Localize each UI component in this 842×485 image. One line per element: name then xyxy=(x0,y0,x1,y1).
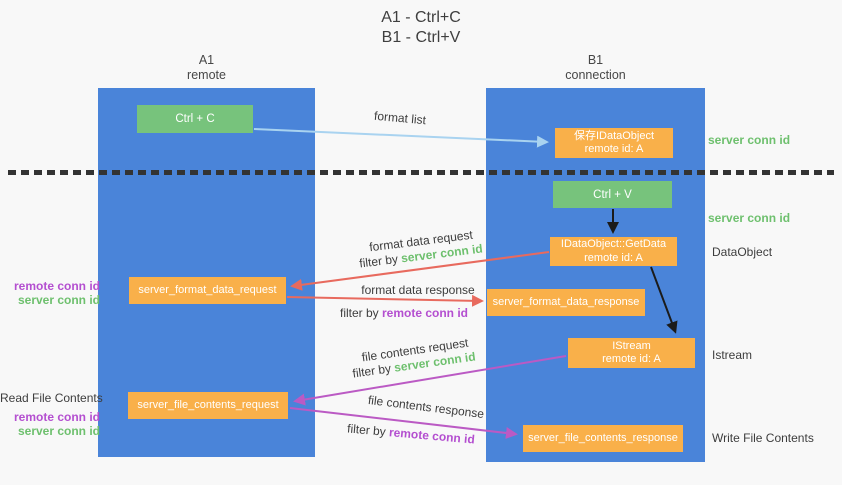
node-save-line1: 保存IDataObject xyxy=(573,129,655,142)
label-remote-conn-id-left-2: remote conn id xyxy=(13,410,100,424)
title-line-2: B1 - Ctrl+V xyxy=(381,29,461,46)
column-b1-subtitle: connection xyxy=(565,68,626,82)
label-server-conn-id-top-right: server conn id xyxy=(708,133,791,147)
node-istream-line1: IStream xyxy=(612,339,651,352)
label-server-conn-id-mid-right: server conn id xyxy=(708,211,791,225)
node-file-response-label: server_file_contents_response xyxy=(528,431,678,444)
node-istream: IStream remote id: A xyxy=(568,338,695,368)
label-write-file-contents: Write File Contents xyxy=(712,431,814,445)
label-filter-by-remote-conn-id-2: filter by remote conn id xyxy=(347,421,476,446)
filter-prefix: filter by xyxy=(351,360,396,381)
label-format-list: format list xyxy=(373,108,427,128)
diagram-title: A1 - Ctrl+C B1 - Ctrl+V xyxy=(0,8,842,48)
label-filter-by-remote-conn-id-1: filter by remote conn id xyxy=(340,306,468,320)
label-istream: Istream xyxy=(712,348,753,362)
filter-prefix: filter by xyxy=(339,306,382,320)
node-server-file-contents-request: server_file_contents_request xyxy=(128,392,288,419)
column-header-a1: A1 remote xyxy=(98,53,315,83)
arrow-format-data-response xyxy=(286,294,484,307)
filter-prefix: filter by xyxy=(346,421,390,440)
label-server-conn-id-left-1: server conn id xyxy=(17,293,100,307)
filter-term-remote-conn-id: remote conn id xyxy=(382,306,469,320)
node-idataobject-getdata: IDataObject::GetData remote id: A xyxy=(550,237,677,266)
column-a1-name: A1 xyxy=(198,53,215,67)
node-server-format-data-response: server_format_data_response xyxy=(487,289,645,316)
node-ctrl-c-label: Ctrl + C xyxy=(175,113,215,125)
label-server-conn-id-left-2: server conn id xyxy=(17,424,100,438)
node-save-line2: remote id: A xyxy=(584,143,644,155)
node-ctrl-c: Ctrl + C xyxy=(137,105,253,133)
column-header-b1: B1 connection xyxy=(486,53,705,83)
node-getdata-line2: remote id: A xyxy=(584,251,643,264)
node-format-response-label: server_format_data_response xyxy=(492,295,640,308)
node-server-format-data-request: server_format_data_request xyxy=(129,277,286,304)
title-line-1: A1 - Ctrl+C xyxy=(381,9,461,26)
node-format-request-label: server_format_data_request xyxy=(138,283,277,296)
node-file-request-label: server_file_contents_request xyxy=(137,398,279,411)
node-save-idataobject: 保存IDataObject remote id: A xyxy=(555,128,673,158)
dashed-separator-line xyxy=(8,170,834,175)
label-remote-conn-id-left-1: remote conn id xyxy=(13,279,100,293)
label-file-contents-response: file contents response xyxy=(367,392,485,422)
node-ctrl-v: Ctrl + V xyxy=(553,181,672,208)
label-dataobject: DataObject xyxy=(712,245,773,259)
filter-prefix: filter by xyxy=(358,251,402,271)
column-a1-subtitle: remote xyxy=(187,68,226,82)
label-read-file-contents: Read File Contents xyxy=(0,391,103,405)
filter-term-remote-conn-id: remote conn id xyxy=(388,425,476,447)
node-getdata-line1: IDataObject::GetData xyxy=(560,238,667,250)
node-istream-line2: remote id: A xyxy=(602,353,661,365)
node-server-file-contents-response: server_file_contents_response xyxy=(523,425,683,452)
column-b1-name: B1 xyxy=(587,53,604,67)
label-format-data-response: format data response xyxy=(361,283,475,297)
node-ctrl-v-label: Ctrl + V xyxy=(593,188,632,201)
